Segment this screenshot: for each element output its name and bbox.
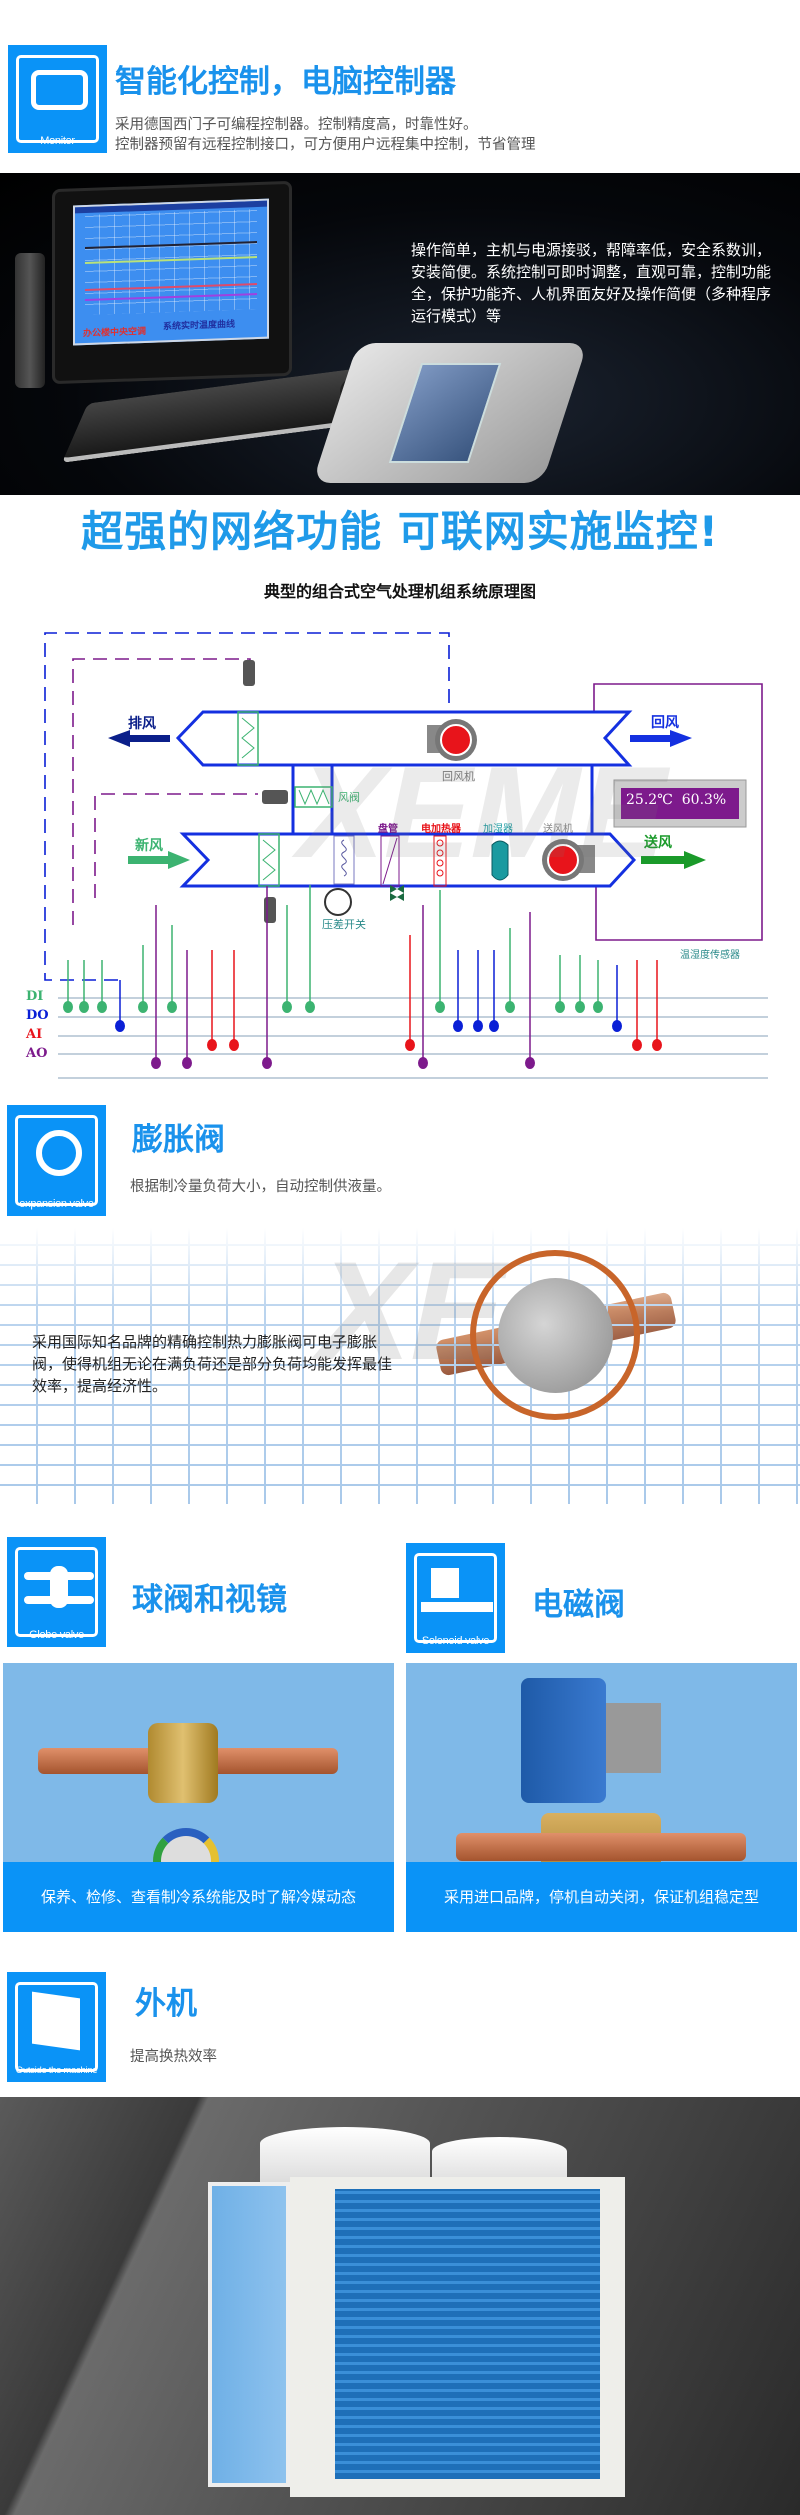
- section-title: 外机: [135, 1986, 197, 2022]
- io-point-di: [63, 1001, 73, 1013]
- section-desc: 根据制冷量负荷大小，自动控制供液量。: [130, 1179, 391, 1195]
- solenoid-caption: 采用进口品牌，停机自动关闭，保证机组稳定型: [406, 1862, 797, 1932]
- label-coil: 盘管: [378, 824, 398, 835]
- io-point-ao: [525, 1057, 535, 1069]
- display-readout: 25.2℃ 60.3%: [626, 792, 726, 808]
- io-point-ao: [182, 1057, 192, 1069]
- monitor-icon: [31, 70, 88, 110]
- icon-caption: Monitor: [40, 135, 75, 147]
- bus-label-do: DO: [26, 1008, 49, 1023]
- io-point-di: [305, 1001, 315, 1013]
- monitor-feature-icon: Monitor: [8, 45, 107, 153]
- icon-caption: Globe valve: [29, 1629, 84, 1641]
- section-title: 膨胀阀: [132, 1122, 225, 1158]
- io-point-di: [97, 1001, 107, 1013]
- watermark: XEME: [284, 739, 684, 885]
- grid-background: [0, 1228, 800, 1504]
- io-point-ai: [405, 1039, 415, 1051]
- schematic-svg: [44, 632, 768, 1079]
- expansion-paragraph: 采用国际知名品牌的精确控制热力膨胀阀可电子膨胀阀，使得机组无论在满负荷还是部分负…: [32, 1333, 393, 1395]
- io-point-di: [138, 1001, 148, 1013]
- io-point-do: [453, 1020, 463, 1032]
- monitor-arm: [15, 253, 45, 388]
- io-point-di: [575, 1001, 585, 1013]
- bus-label-di: DI: [26, 989, 44, 1004]
- io-point-di: [555, 1001, 565, 1013]
- monitor-illustration: 办公楼中央空调 系统实时温度曲线: [52, 180, 292, 385]
- io-point-di: [79, 1001, 89, 1013]
- ahu-schematic-diagram: 排风 回风 回风机 风阀 盘管 电加热器 加湿器 送风机 新风 送风 压差开关 …: [0, 617, 800, 1082]
- display-humidity: 60.3%: [681, 792, 727, 808]
- label-pressure-switch: 压差开关: [322, 918, 366, 931]
- globe-caption: 保养、检修、查看制冷系统能及时了解冷媒动态: [3, 1862, 394, 1932]
- io-point-do: [115, 1020, 125, 1032]
- io-point-di: [593, 1001, 603, 1013]
- label-humidifier: 加湿器: [483, 824, 513, 835]
- chip-illustration: [312, 343, 588, 483]
- expansion-valve-photo: [434, 1250, 678, 1420]
- io-point-do: [473, 1020, 483, 1032]
- io-point-ai: [632, 1039, 642, 1051]
- computer-showcase-image: 办公楼中央空调 系统实时温度曲线 操作简单，主机与电源接驳，帮障率低，安全系数训…: [0, 173, 800, 495]
- solenoid-valve-panel: 采用进口品牌，停机自动关闭，保证机组稳定型: [406, 1663, 797, 1932]
- io-point-ai: [652, 1039, 662, 1051]
- outdoor-unit-feature-icon: Outside the machine: [7, 1972, 106, 2082]
- expansion-valve-feature-icon: expansion valve: [7, 1105, 106, 1216]
- bus-label-ai: AI: [26, 1027, 43, 1042]
- expansion-valve-icon: [36, 1130, 82, 1176]
- solenoid-valve-photo: [521, 1678, 606, 1803]
- return-fan-icon: [427, 719, 477, 761]
- icon-caption: expansion valve: [19, 1198, 94, 1210]
- io-point-ao: [151, 1057, 161, 1069]
- globe-valve-feature-icon: Globe valve: [7, 1537, 106, 1647]
- icon-caption: Outside the machine: [15, 2065, 98, 2076]
- io-point-ai: [229, 1039, 239, 1051]
- io-point-di: [505, 1001, 515, 1013]
- label-return-air: 回风: [651, 715, 679, 731]
- solenoid-valve-icon: [431, 1568, 459, 1598]
- side-panel: [208, 2182, 290, 2487]
- globe-valve-panel: 保养、检修、查看制冷系统能及时了解冷媒动态: [3, 1663, 394, 1932]
- fan-housing: [260, 2127, 430, 2182]
- diagram-title: 典型的组合式空气处理机组系统原理图: [263, 582, 536, 601]
- io-point-ai: [207, 1039, 217, 1051]
- label-return-fan: 回风机: [442, 770, 475, 783]
- io-point-di: [282, 1001, 292, 1013]
- outdoor-unit-icon: [32, 1991, 80, 2051]
- chart-screen: 办公楼中央空调 系统实时温度曲线: [73, 198, 269, 346]
- label-damper: 风阀: [338, 791, 360, 804]
- supply-fan-icon: [542, 839, 595, 881]
- network-headline: 超强的网络功能 可联网实施监控!: [81, 507, 719, 556]
- io-point-do: [612, 1020, 622, 1032]
- label-heater: 电加热器: [421, 824, 461, 835]
- icon-caption: Solenoid valve: [421, 1635, 490, 1647]
- io-point-do: [489, 1020, 499, 1032]
- label-supply-fan: 送风机: [543, 824, 573, 835]
- io-point-di: [435, 1001, 445, 1013]
- io-point-di: [167, 1001, 177, 1013]
- io-point-ao: [418, 1057, 428, 1069]
- feature-description: 操作简单，主机与电源接驳，帮障率低，安全系数训，安装简便。系统控制可即时调整，直…: [411, 241, 772, 325]
- unit-frame: [290, 2177, 625, 2497]
- label-fresh-air: 新风: [135, 838, 163, 854]
- io-point-ao: [262, 1057, 272, 1069]
- section-desc-line: 控制器预留有远程控制接口，可方便用户远程集中控制，节省管理: [115, 137, 536, 153]
- outdoor-unit-photo: [0, 2097, 800, 2515]
- section-desc-line: 采用德国西门子可编程控制器。控制精度高，时靠性好。: [115, 117, 478, 133]
- section-desc: 提高换热效率: [130, 2049, 217, 2065]
- section-title: 智能化控制，电脑控制器: [115, 64, 456, 100]
- label-supply-air: 送风: [644, 835, 672, 851]
- display-temp: 25.2℃: [626, 792, 673, 808]
- label-th-sensor: 温湿度传感器: [680, 950, 740, 961]
- condenser-coil: [335, 2189, 600, 2479]
- solenoid-valve-feature-icon: Solenoid valve: [406, 1543, 505, 1653]
- bus-label-ao: AO: [26, 1046, 48, 1061]
- section-title: 球阀和视镜: [132, 1582, 287, 1618]
- label-exhaust: 排风: [128, 716, 156, 732]
- section-title: 电磁阀: [532, 1587, 625, 1623]
